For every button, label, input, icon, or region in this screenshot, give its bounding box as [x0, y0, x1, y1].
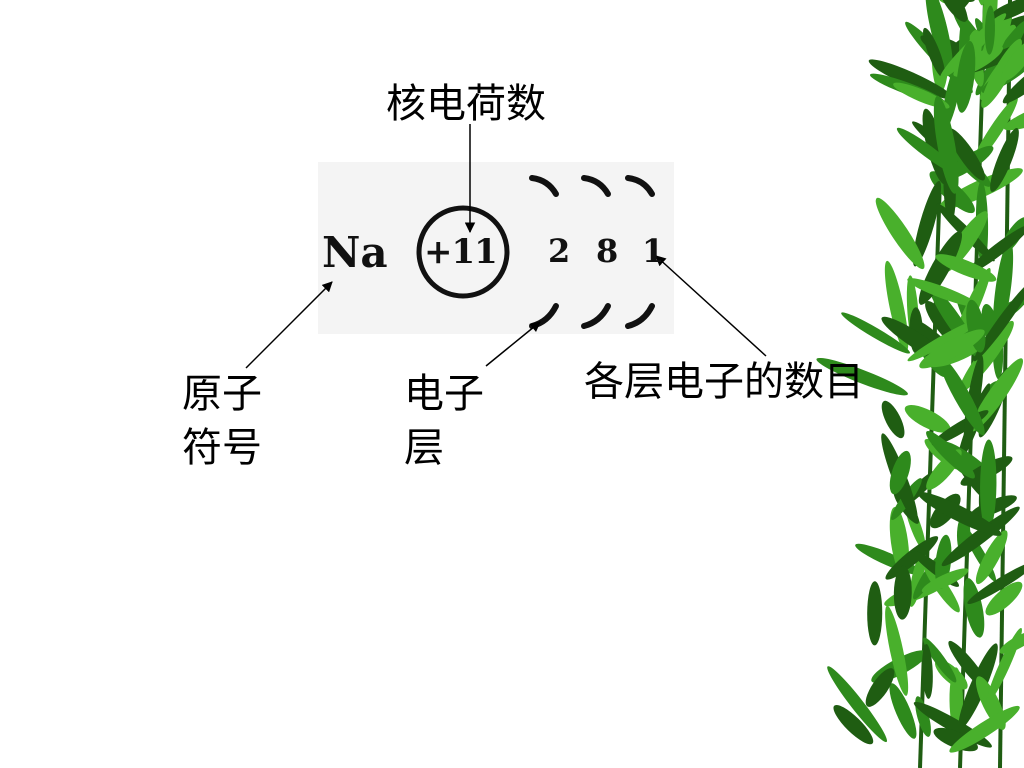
atom-symbol: Na [322, 228, 388, 277]
label-nuclear-charge: 核电荷数 [386, 81, 546, 127]
shell-arc-top-3 [625, 175, 655, 197]
bamboo-leaf [904, 405, 951, 433]
bamboo-leaf [947, 128, 986, 181]
shell-count-1: 2 [548, 232, 571, 270]
label-shell-line2: 层 [404, 425, 444, 471]
bamboo-leaf [827, 666, 888, 743]
bamboo-leaf [926, 431, 975, 479]
bamboo-leaf [1001, 39, 1024, 81]
bamboo-leaf [975, 530, 1008, 585]
bamboo-leaf [941, 506, 1020, 567]
bamboo-leaf [922, 644, 933, 699]
bamboo-leaf [881, 400, 905, 439]
bamboo-leaf [980, 439, 997, 531]
bamboo-leaf [833, 704, 874, 745]
bamboo-leaf [917, 491, 1002, 536]
bamboo-leaf [985, 581, 1023, 616]
bamboo-leaf [889, 450, 911, 495]
bamboo-leaf [999, 631, 1024, 654]
bamboo-leaf [993, 240, 1014, 339]
bamboo-leaf [865, 668, 895, 707]
bamboo-leaf [816, 357, 908, 396]
shell-arc-top-2 [581, 175, 611, 197]
bamboo-leaf [966, 224, 1024, 275]
bamboo-leaf [893, 565, 912, 620]
bamboo-leaf [885, 605, 909, 696]
bamboo-leaf [956, 40, 976, 113]
bamboo-leaf [921, 568, 969, 593]
bamboo-leaf [990, 128, 1019, 192]
bamboo-leaf [889, 683, 917, 739]
bamboo-leaf [967, 561, 1024, 605]
arrow-to-symbol [245, 281, 333, 369]
arrow-to-electron-count [655, 255, 767, 357]
label-atom-symbol-line2: 符号 [182, 425, 262, 471]
bamboo-leaf [973, 282, 1024, 362]
label-shell-line1: 电子 [404, 371, 484, 417]
bamboo-leaf [935, 254, 997, 282]
bamboo-leaf [875, 197, 925, 270]
atom-structure-image [318, 162, 674, 334]
shell-arc-bottom-2 [581, 303, 611, 329]
bamboo-leaf [933, 95, 959, 194]
bamboo-leaf [919, 329, 985, 369]
bamboo-leaf [923, 27, 946, 78]
bamboo-leaf [907, 318, 981, 362]
shell-count-3: 1 [642, 232, 665, 270]
bamboo-leaf [1002, 49, 1024, 104]
bamboo-leaf [868, 59, 953, 99]
nucleus-charge: +11 [424, 232, 498, 272]
bamboo-leaf [885, 536, 939, 580]
bamboo-leaf [963, 578, 985, 638]
bamboo-leaf [909, 551, 926, 607]
bamboo-leaf [938, 355, 985, 436]
bamboo-leaf [984, 5, 995, 55]
bamboo-leaf [963, 354, 984, 446]
label-electrons-per-shell: 各层电子的数目 [584, 359, 864, 405]
shell-arc-top-1 [529, 175, 559, 197]
bamboo-leaf [907, 278, 979, 307]
shell-count-2: 8 [596, 232, 619, 270]
bamboo-leaf [912, 180, 942, 267]
shell-arc-bottom-3 [625, 303, 655, 329]
label-atom-symbol-line1: 原子 [182, 371, 262, 417]
shell-arc-bottom-1 [529, 303, 559, 329]
bamboo-leaf [925, 0, 953, 77]
bamboo-leaf [949, 705, 1020, 753]
bamboo-leaf [937, 0, 968, 22]
arrow-to-shell [485, 321, 541, 367]
bamboo-leaf [923, 637, 957, 683]
bamboo-leaf [841, 312, 910, 354]
bamboo-leaf [867, 581, 883, 646]
nucleus-circle [416, 205, 510, 299]
